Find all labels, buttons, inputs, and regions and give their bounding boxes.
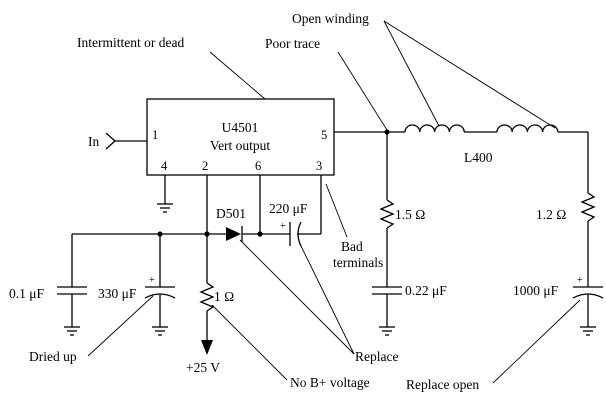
annotation-open-winding: Open winding [292, 11, 369, 26]
pin-2-label: 2 [202, 159, 208, 173]
branch-1-5-ohm: 1.5 Ω 0.22 μF [372, 132, 447, 336]
annotation-no-b-plus: No B+ voltage [290, 375, 370, 390]
ic-function: Vert output [210, 138, 271, 153]
ic-u4501: U4501 Vert output 1 5 4 2 6 3 [146, 98, 335, 176]
output-rail [334, 129, 589, 193]
annotation-intermittent: Intermittent or dead [77, 35, 184, 50]
pin-5-label: 5 [321, 128, 327, 142]
inductor-l400: L400 [404, 124, 559, 165]
ic-name: U4501 [222, 120, 259, 135]
capacitor-0-1-label: 0.1 μF [9, 286, 44, 301]
pin-3-label: 3 [316, 159, 322, 173]
capacitor-330-label: 330 μF [98, 286, 137, 301]
annotation-terminals: terminals [333, 255, 383, 270]
branch-1-2-ohm: + 1.2 Ω 1000 μF [513, 192, 604, 336]
annotation-poor-trace: Poor trace [265, 36, 320, 51]
capacitor-0-22-label: 0.22 μF [405, 283, 447, 298]
resistor-1-ohm-label: 1 Ω [214, 289, 234, 304]
capacitor-0-1: 0.1 μF [9, 234, 87, 336]
capacitor-330: + 330 μF [98, 234, 176, 336]
pin-1-label: 1 [152, 128, 158, 142]
capacitor-220: + 220 μF [269, 175, 322, 247]
annotation-dried-up: Dried up [29, 349, 77, 364]
resistor-1-ohm: 1 Ω +25 V [186, 234, 234, 375]
supply-voltage-label: +25 V [186, 360, 220, 375]
pin-4-label: 4 [161, 159, 168, 173]
input-terminal: In [88, 132, 147, 150]
supply-rail [72, 175, 226, 237]
annotations: Intermittent or dead Poor trace Open win… [29, 11, 581, 392]
resistor-1-5-label: 1.5 Ω [395, 207, 425, 222]
capacitor-220-label: 220 μF [269, 201, 308, 216]
c-out-polarity: + [577, 275, 583, 286]
c-330-polarity: + [149, 275, 155, 286]
annotation-replace: Replace [355, 349, 398, 364]
pin-6-label: 6 [255, 159, 261, 173]
annotation-bad: Bad [341, 239, 363, 254]
capacitor-1000-label: 1000 μF [513, 283, 559, 298]
diode-d501: D501 [216, 175, 290, 242]
pin4-ground [157, 175, 173, 213]
diode-label: D501 [216, 206, 246, 221]
resistor-1-2-label: 1.2 Ω [536, 207, 566, 222]
input-label: In [88, 134, 99, 149]
annotation-replace-open: Replace open [406, 377, 479, 392]
c-220-polarity: + [280, 221, 286, 232]
inductor-label: L400 [464, 150, 493, 165]
